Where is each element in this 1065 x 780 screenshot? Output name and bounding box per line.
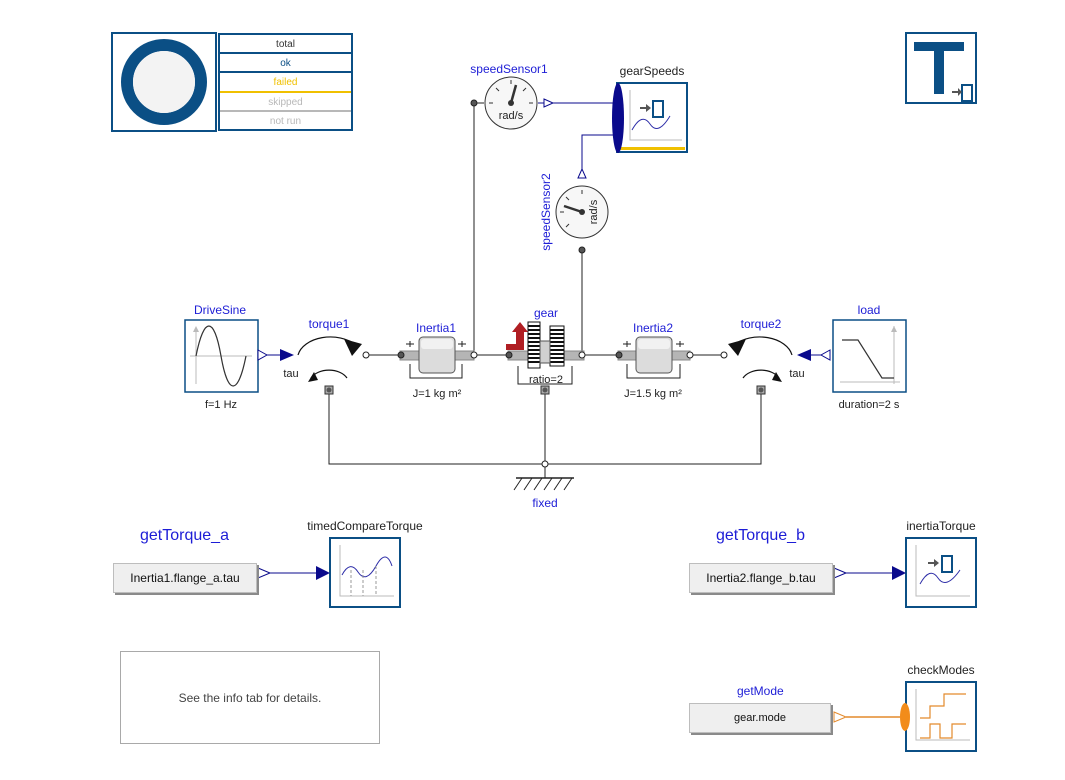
torque-2-input[interactable] bbox=[797, 349, 811, 361]
speed-sensor-1-flange[interactable] bbox=[470, 99, 478, 107]
check-modes-input[interactable] bbox=[900, 703, 910, 731]
gear-label: gear bbox=[534, 306, 558, 320]
torque-1-port: tau bbox=[283, 368, 298, 380]
status-row-failed: failed bbox=[220, 73, 351, 93]
status-row-ok: ok bbox=[220, 54, 351, 74]
torque-2-flange[interactable] bbox=[720, 351, 728, 359]
gear-component[interactable]: gear ratio=2 bbox=[505, 306, 586, 395]
speed-sensor-1-needle bbox=[509, 84, 518, 104]
inertia-torque-monitor[interactable]: inertiaTorque bbox=[892, 519, 977, 608]
inertia-torque-input[interactable] bbox=[892, 566, 906, 580]
timed-compare-torque-label: timedCompareTorque bbox=[307, 519, 423, 533]
drive-sine-source[interactable]: DriveSine f=1 Hz bbox=[184, 303, 269, 411]
status-row-total: total bbox=[220, 35, 351, 55]
info-note: See the info tab for details. bbox=[120, 651, 380, 744]
torque-2-port: tau bbox=[789, 368, 804, 380]
speed-sensor-2-needle bbox=[563, 204, 583, 214]
speed-sensor-1-label: speedSensor1 bbox=[470, 62, 548, 76]
gear-flange-a[interactable] bbox=[505, 351, 513, 359]
load-output[interactable] bbox=[819, 349, 831, 361]
get-mode-title: getMode bbox=[737, 684, 784, 698]
gear-flange-b[interactable] bbox=[578, 351, 586, 359]
inertia-2-flange-a[interactable] bbox=[615, 351, 623, 359]
speed-sensor-2-label: speedSensor2 bbox=[539, 173, 553, 251]
torque-1-flange[interactable] bbox=[362, 351, 370, 359]
drive-sine-label: DriveSine bbox=[194, 303, 246, 317]
get-torque-a-title: getTorque_a bbox=[140, 527, 229, 544]
get-torque-a-button[interactable]: Inertia1.flange_a.tau bbox=[113, 563, 257, 593]
get-mode-output[interactable] bbox=[833, 711, 848, 723]
drive-sine-output[interactable] bbox=[257, 349, 269, 361]
get-torque-a-output[interactable] bbox=[257, 567, 272, 579]
status-row-not-run: not run bbox=[269, 115, 302, 127]
fixed-ground[interactable]: fixed bbox=[513, 460, 574, 510]
test-status-table: total ok failed skipped not run bbox=[218, 33, 353, 131]
inertia-2-flange-b[interactable] bbox=[686, 351, 694, 359]
info-note-text: See the info tab for details. bbox=[178, 690, 322, 705]
fixed-label: fixed bbox=[532, 496, 557, 510]
gear-heat-port-icon bbox=[506, 322, 528, 350]
speed-sensor-2-unit: rad/s bbox=[588, 199, 600, 224]
check-modes-label: checkModes bbox=[907, 663, 974, 677]
get-torque-b-output[interactable] bbox=[833, 567, 848, 579]
get-torque-b-button[interactable]: Inertia2.flange_b.tau bbox=[689, 563, 833, 593]
speed-sensor-2[interactable]: speedSensor2 rad/s bbox=[539, 167, 609, 254]
timed-compare-torque-monitor[interactable]: timedCompareTorque bbox=[307, 519, 423, 608]
speed-sensor-1[interactable]: speedSensor1 rad/s bbox=[470, 62, 555, 130]
inertia-2-label: Inertia2 bbox=[633, 321, 673, 335]
torque-2-label: torque2 bbox=[741, 317, 782, 331]
fixed-flange[interactable] bbox=[541, 460, 549, 468]
inertia-1-flange-b[interactable] bbox=[470, 351, 478, 359]
test-status-indicator[interactable] bbox=[111, 32, 217, 132]
torque-2-source[interactable]: torque2 tau bbox=[720, 317, 811, 395]
gear-speeds-monitor[interactable]: gearSpeeds bbox=[612, 64, 688, 153]
get-torque-b-title: getTorque_b bbox=[716, 527, 805, 544]
inertia-torque-label: inertiaTorque bbox=[906, 519, 976, 533]
speed-sensor-2-output[interactable] bbox=[577, 167, 587, 179]
inertia-1-label: Inertia1 bbox=[416, 321, 456, 335]
status-row-skipped: skipped bbox=[220, 93, 351, 112]
inertia-2[interactable]: Inertia2 J=1.5 kg m² bbox=[615, 321, 694, 400]
torque-1-label: torque1 bbox=[309, 317, 350, 331]
torque-1-source[interactable]: torque1 tau bbox=[280, 317, 370, 395]
speed-sensor-1-output[interactable] bbox=[543, 98, 555, 108]
torque-1-input[interactable] bbox=[280, 349, 294, 361]
inertia-2-param: J=1.5 kg m² bbox=[624, 388, 682, 400]
gear-speeds-label: gearSpeeds bbox=[620, 64, 685, 78]
gear-param: ratio=2 bbox=[529, 374, 563, 386]
inertia-1[interactable]: Inertia1 J=1 kg m² bbox=[397, 321, 478, 400]
load-label: load bbox=[858, 303, 881, 317]
load-source[interactable]: load duration=2 s bbox=[819, 303, 907, 411]
drive-sine-param: f=1 Hz bbox=[205, 399, 237, 411]
speed-sensor-2-flange[interactable] bbox=[578, 246, 586, 254]
speed-sensor-1-unit: rad/s bbox=[499, 110, 524, 122]
get-mode-button[interactable]: gear.mode bbox=[689, 703, 831, 733]
inertia-1-flange-a[interactable] bbox=[397, 351, 405, 359]
inertia-1-param: J=1 kg m² bbox=[413, 388, 462, 400]
text-annotation-icon[interactable] bbox=[905, 32, 977, 104]
check-modes-monitor[interactable]: checkModes bbox=[900, 663, 977, 752]
gear-speeds-input-bus[interactable] bbox=[612, 83, 624, 153]
timed-compare-torque-input[interactable] bbox=[316, 566, 330, 580]
load-param: duration=2 s bbox=[839, 399, 900, 411]
